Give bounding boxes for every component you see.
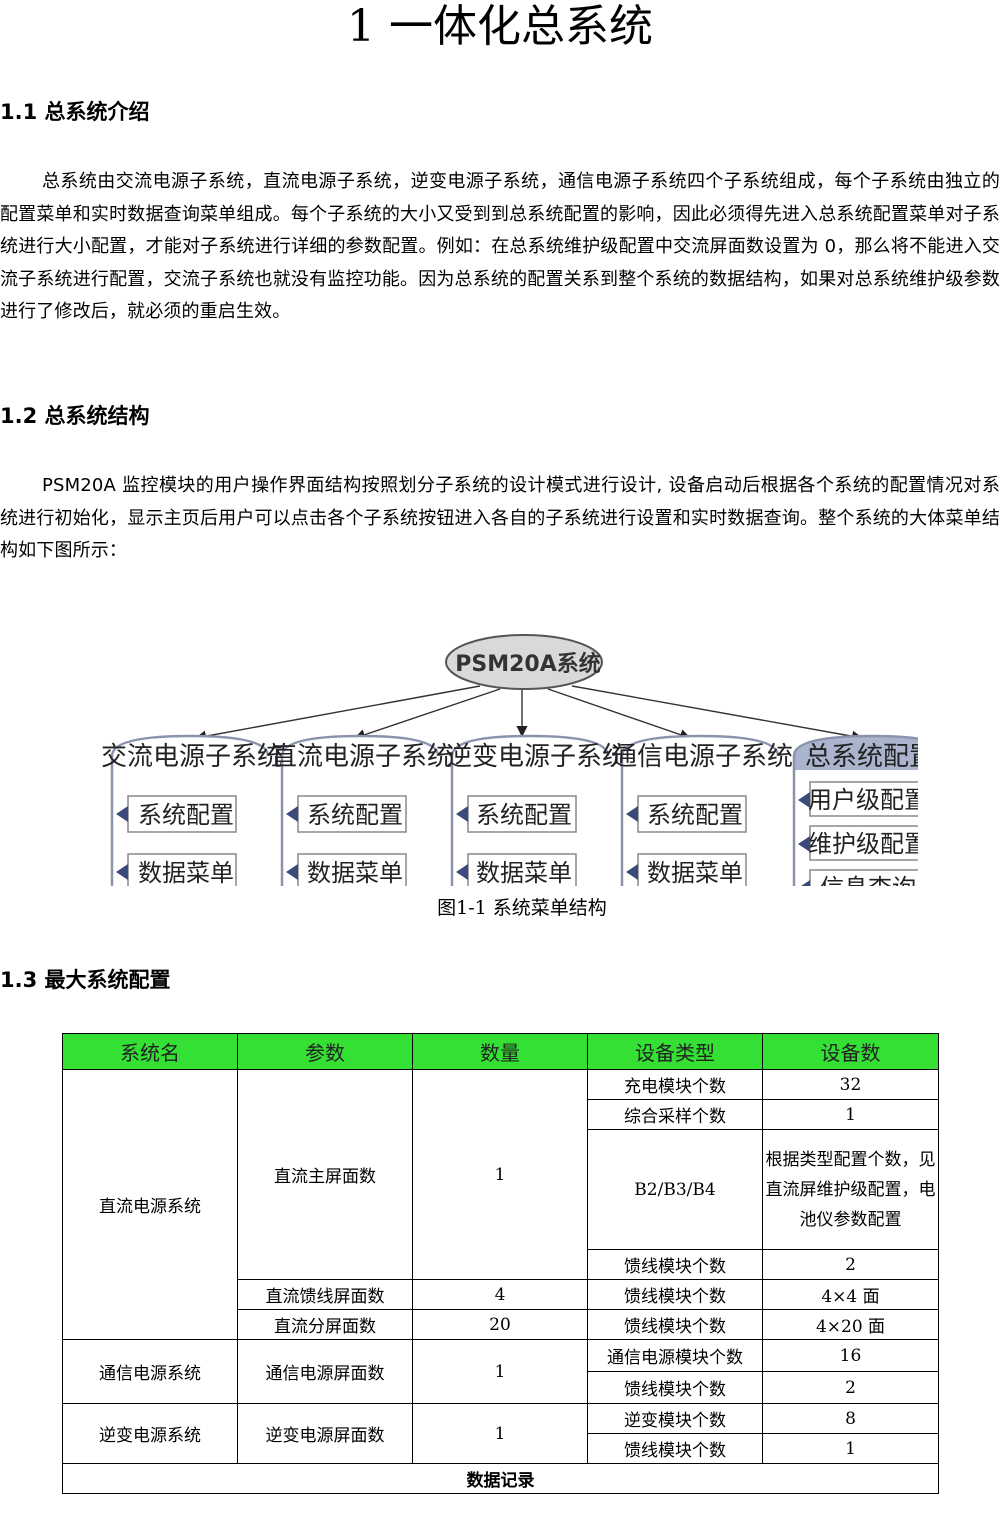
cell-count: 1 <box>762 1433 939 1464</box>
total-item-user: 用户级配置 <box>808 786 928 814</box>
table-header-row: 系统名 参数 数量 设备类型 设备数 <box>62 1033 939 1070</box>
cell-count: 8 <box>762 1403 939 1434</box>
cell-dc-branch-param: 直流分屏面数 <box>237 1309 413 1340</box>
cell-inv-qty: 1 <box>412 1403 588 1464</box>
comm-item-data: 数据菜单 <box>647 859 743 886</box>
table-row: 馈线模块个数 1 <box>63 1433 939 1464</box>
comm-item-config: 系统配置 <box>647 801 743 829</box>
edge-total <box>571 685 864 742</box>
menu-structure-diagram: PSM20A系统 交流电源子系统 系统配置 数据菜单 直流电源子系统 系统配置 <box>101 634 935 886</box>
col-header-qty: 数量 <box>412 1033 588 1070</box>
table-row: 直流馈线屏面数 4 馈线模块个数 4×4 面 <box>63 1279 939 1310</box>
cell-type: 逆变模块个数 <box>587 1403 763 1434</box>
column-ac: 交流电源子系统 系统配置 数据菜单 <box>101 734 283 886</box>
cell-data-record: 数据记录 <box>62 1463 939 1494</box>
table-footer-row: 数据记录 <box>62 1463 939 1494</box>
intro-paragraph: 总系统由交流电源子系统，直流电源子系统，逆变电源子系统，通信电源子系统四个子系统… <box>0 171 1000 322</box>
cell-count: 4×4 面 <box>762 1279 939 1310</box>
cell-dc-main-param: 直流主屏面数 <box>237 1069 413 1280</box>
cell-comm-param: 通信电源屏面数 <box>237 1339 413 1404</box>
ac-item-data: 数据菜单 <box>138 859 234 886</box>
root-node-label: PSM20A系统 <box>455 651 601 677</box>
cell-inv-param: 逆变电源屏面数 <box>237 1403 413 1464</box>
cell-dc-feeder-param: 直流馈线屏面数 <box>237 1279 413 1310</box>
table-row: 直流分屏面数 20 馈线模块个数 4×20 面 <box>63 1309 939 1340</box>
cell-count: 4×20 面 <box>762 1309 939 1340</box>
cell-type: 馈线模块个数 <box>587 1433 763 1464</box>
column-dc: 直流电源子系统 系统配置 数据菜单 <box>271 734 453 886</box>
figure-caption: 图1-1 系统菜单结构 <box>437 897 607 919</box>
cell-type: 馈线模块个数 <box>587 1371 763 1404</box>
cell-comm-system: 通信电源系统 <box>62 1339 238 1404</box>
edge-comm <box>547 688 692 741</box>
cell-comm-qty: 1 <box>412 1339 588 1404</box>
cell-dc-system: 直流电源系统 <box>62 1069 238 1340</box>
col-header-type: 设备类型 <box>587 1033 763 1070</box>
dc-item-data: 数据菜单 <box>307 859 403 886</box>
structure-paragraph: PSM20A 监控模块的用户操作界面结构按照划分子系统的设计模式进行设计, 设备… <box>0 475 1000 561</box>
section-heading-intro: 1.1 总系统介绍 <box>0 100 150 124</box>
table-row: 直流电源系统 直流主屏面数 1 充电模块个数 32 <box>62 1069 939 1340</box>
cell-type: B2/B3/B4 <box>587 1129 763 1250</box>
cell-count: 2 <box>762 1371 939 1404</box>
cell-count: 16 <box>762 1339 939 1372</box>
ac-item-config: 系统配置 <box>138 801 234 829</box>
max-config-table: 系统名 参数 数量 设备类型 设备数 直流电源系统 直流主屏面数 1 充电模块个… <box>62 1033 939 1494</box>
table-row: 综合采样个数 1 <box>63 1099 939 1130</box>
col-header-system: 系统名 <box>62 1033 238 1070</box>
root-node <box>445 634 603 690</box>
table-row: B2/B3/B4 根据类型配置个数，见直流屏维护级配置，电池仪参数配置 <box>63 1129 939 1250</box>
cell-type: 通信电源模块个数 <box>587 1339 763 1372</box>
edge-dc <box>353 688 501 741</box>
edge-ac <box>194 685 481 742</box>
cell-count: 根据类型配置个数，见直流屏维护级配置，电池仪参数配置 <box>762 1129 939 1250</box>
dc-header-label: 直流电源子系统 <box>271 742 453 772</box>
inv-header-label: 逆变电源子系统 <box>446 742 628 772</box>
table-row: 馈线模块个数 2 <box>63 1249 939 1280</box>
col-header-param: 参数 <box>237 1033 413 1070</box>
cell-count: 32 <box>762 1069 939 1100</box>
column-inv: 逆变电源子系统 系统配置 数据菜单 <box>446 734 628 886</box>
cell-dc-branch-qty: 20 <box>412 1309 588 1340</box>
total-header-label: 总系统配置 <box>805 742 935 772</box>
cell-type: 馈线模块个数 <box>587 1279 763 1310</box>
cell-type: 馈线模块个数 <box>587 1249 763 1280</box>
col-header-count: 设备数 <box>762 1033 939 1070</box>
inv-item-data: 数据菜单 <box>476 859 572 886</box>
comm-header-label: 通信电源子系统 <box>611 742 793 772</box>
cell-count: 1 <box>762 1099 939 1130</box>
section-heading-max-config: 1.3 最大系统配置 <box>0 968 171 992</box>
table-row: 通信电源系统 通信电源屏面数 1 通信电源模块个数 16 <box>62 1339 939 1404</box>
cell-dc-feeder-qty: 4 <box>412 1279 588 1310</box>
cell-dc-main-qty: 1 <box>412 1069 588 1280</box>
page-title: 1 一体化总系统 <box>347 1 653 52</box>
table-row: 逆变电源系统 逆变电源屏面数 1 逆变模块个数 8 <box>62 1403 939 1464</box>
cell-inv-system: 逆变电源系统 <box>62 1403 238 1464</box>
cell-count: 2 <box>762 1249 939 1280</box>
cell-type: 充电模块个数 <box>587 1069 763 1100</box>
column-total: 总系统配置 用户级配置 维护级配置 信息查询 <box>792 734 935 886</box>
total-item-maint: 维护级配置 <box>808 830 928 858</box>
cell-type: 馈线模块个数 <box>587 1309 763 1340</box>
section-heading-structure: 1.2 总系统结构 <box>0 404 150 428</box>
total-item-info: 信息查询 <box>820 874 916 886</box>
ac-header-label: 交流电源子系统 <box>101 742 283 772</box>
dc-item-config: 系统配置 <box>307 801 403 829</box>
cell-type: 综合采样个数 <box>587 1099 763 1130</box>
column-comm: 通信电源子系统 系统配置 数据菜单 <box>611 734 793 886</box>
inv-item-config: 系统配置 <box>476 801 572 829</box>
